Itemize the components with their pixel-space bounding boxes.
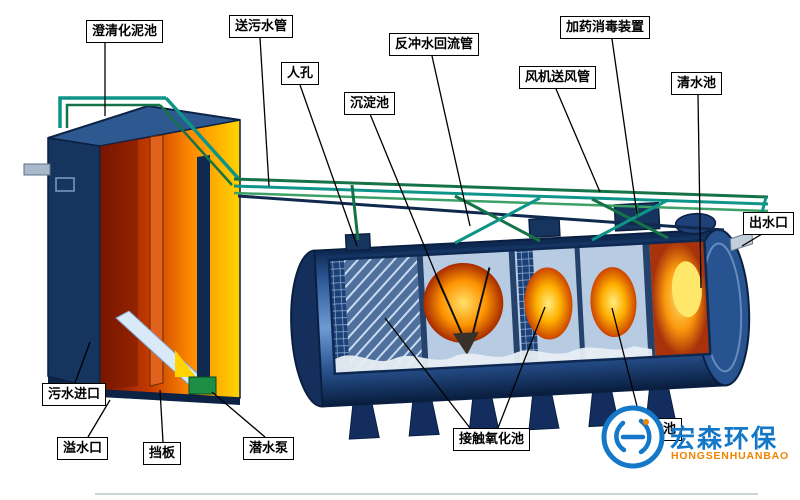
logo-brand-en: HONGSENHUANBAO (671, 450, 789, 462)
label-overflow-port: 溢水口 (57, 437, 109, 460)
clarifier-tank (23, 104, 241, 405)
clean-water-glow (671, 261, 702, 318)
oxidation-media-2 (590, 267, 637, 338)
anoxic-media-hatch (343, 255, 423, 373)
sludge-layer (334, 346, 653, 374)
label-manhole: 人孔 (281, 62, 320, 85)
divider-3 (574, 246, 586, 361)
main-treatment-tank (290, 201, 754, 440)
divider-1 (416, 255, 429, 370)
label-submersible-pump: 潜水泵 (243, 437, 295, 460)
label-sedimentation-tank: 沉淀池 (344, 92, 396, 115)
divider-2 (508, 250, 521, 365)
label-clarified-sludge-tank: 澄清化泥池 (86, 20, 164, 43)
label-clean-water-tank: 清水池 (671, 72, 723, 95)
funnel-cone (452, 332, 479, 355)
callout-lines (74, 37, 763, 443)
baffle-plate (149, 134, 164, 387)
label-backwash-return-pipe: 反冲水回流管 (389, 33, 480, 56)
submersible-pump-body (188, 376, 217, 395)
clarifier-top-pipes (58, 96, 166, 128)
label-sewage-delivery-pipe: 送污水管 (229, 15, 294, 38)
interior-wedge (175, 350, 196, 377)
label-water-outlet: 出水口 (743, 212, 795, 235)
sedimentation-funnel (423, 262, 504, 343)
oxidation-media-1 (524, 267, 573, 340)
manhole-hatch-2 (528, 217, 561, 239)
top-air-pipe (328, 231, 705, 255)
label-dosing-disinfection-device: 加药消毒装置 (560, 16, 651, 39)
pump-drop-pipe (197, 155, 210, 390)
label-contact-oxidation-tank: 接触氧化池 (453, 428, 531, 451)
divider-4 (642, 243, 656, 358)
label-sewage-inlet: 污水进口 (42, 383, 107, 406)
label-fan-air-supply-pipe: 风机送风管 (519, 66, 597, 89)
logo-brand-cn: 宏森环保 (670, 425, 779, 453)
label-baffle: 挡板 (143, 442, 182, 465)
wall-flange (55, 177, 75, 192)
clarifier-interior-shadow (100, 139, 138, 390)
clarifier-left-wall (47, 137, 101, 391)
clarifier-bottom-rim (48, 376, 240, 405)
inlet-stub (23, 163, 51, 176)
hongsen-logo-icon (601, 405, 665, 469)
